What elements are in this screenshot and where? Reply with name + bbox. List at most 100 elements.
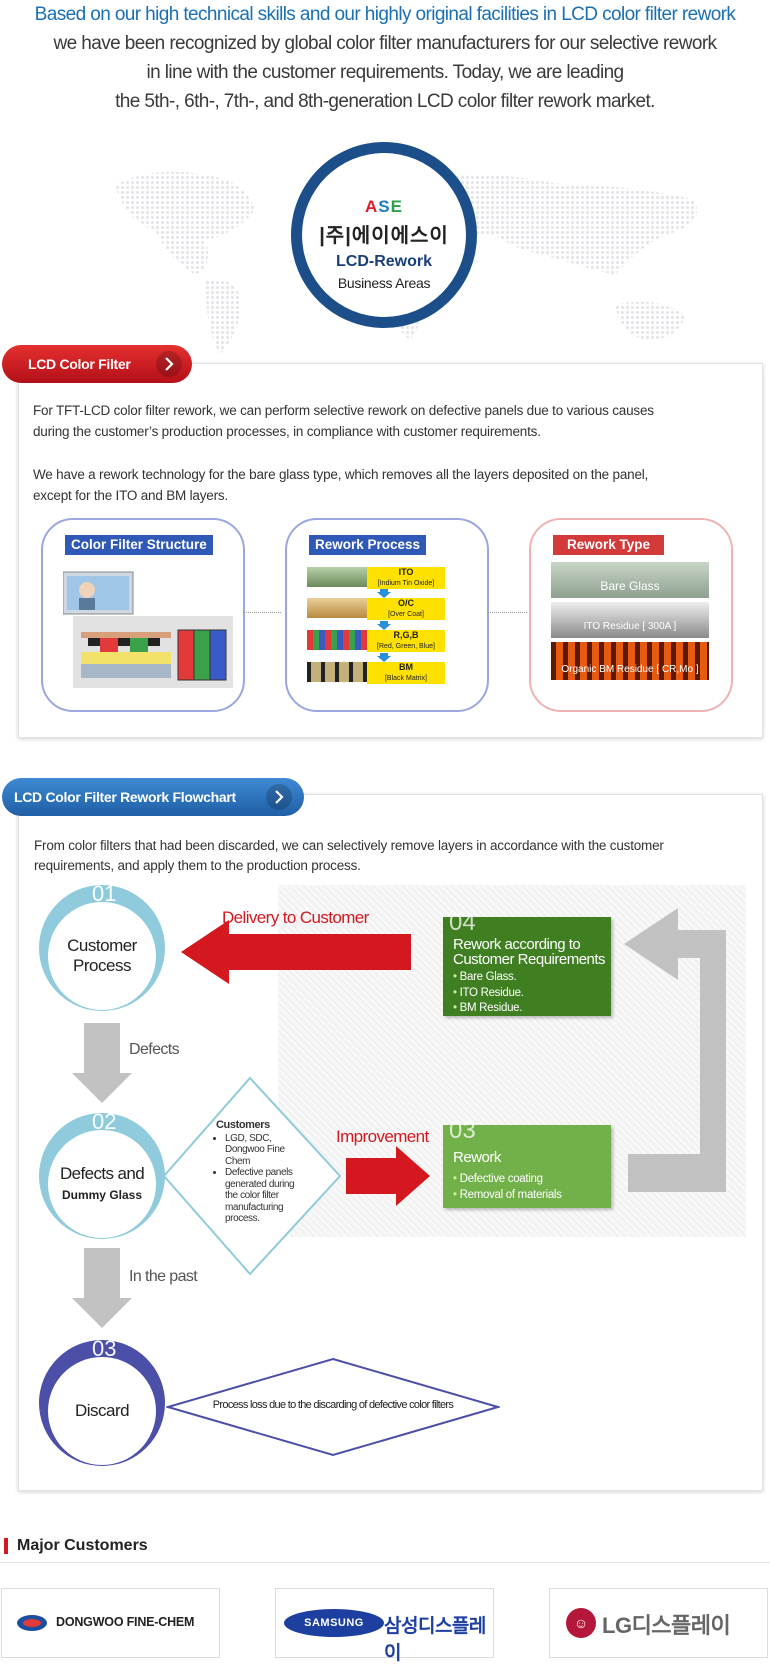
para2-line1: We have a rework technology for the bare… [33, 467, 649, 482]
samsung-brand-icon: SAMSUNG [284, 1609, 384, 1637]
customer-dongwoo-logo[interactable]: DONGWOO FINE-CHEM [1, 1588, 220, 1658]
dongwoo-name: DONGWOO FINE-CHEM [56, 1615, 195, 1629]
samsung-korean-name: 삼성디스플레이 [384, 1616, 486, 1664]
step-number: 03 [449, 1117, 476, 1144]
rework-type-ito-residue: ITO Residue [ 300A ] [551, 602, 709, 638]
requirement-item: BM Residue. [453, 1001, 524, 1017]
discard-diamond-shape [166, 1357, 500, 1457]
down-arrow-icon [72, 1023, 132, 1103]
tab-rework-flowchart[interactable]: LCD Color Filter Rework Flowchart [2, 778, 304, 816]
improvement-arrow-icon [346, 1146, 430, 1206]
rework-type-bare-glass: Bare Glass [551, 562, 709, 598]
rework-process-box: Rework Process ITO[Indium Tin Oxide] O/C… [285, 518, 489, 712]
para-line2: requirements, and apply them to the prod… [34, 858, 361, 873]
customer-samsung-logo[interactable]: SAMSUNG 삼성디스플레이 [275, 1588, 494, 1664]
box-title: Rework [453, 1149, 501, 1166]
rework-customer-requirements-box: 04 Rework according to Customer Requirem… [443, 909, 611, 1017]
improvement-label: Improvement [336, 1127, 429, 1146]
logo-letter-s: S [378, 197, 391, 216]
ase-logo: ASE [302, 197, 466, 217]
flowchart-description: From color filters that had been discard… [34, 836, 754, 876]
connector-dots [243, 612, 281, 613]
box-title-a: Rework according to [453, 936, 581, 953]
divider [0, 1562, 770, 1563]
lg-korean: 디스플레이 [631, 1613, 731, 1638]
rework-type-box: Rework Type Bare Glass ITO Residue [ 300… [529, 518, 733, 712]
step-number: 04 [449, 909, 476, 936]
color-filter-structure-diagram-icon [63, 571, 233, 688]
step-02-defects-dummy-glass: Defects and Dummy Glass [48, 1130, 156, 1238]
chevron-right-icon [156, 351, 182, 377]
process-arrows-icon [377, 589, 391, 662]
return-arrow-icon [624, 908, 726, 1192]
box-title: Rework Process [309, 535, 427, 555]
bm-layer-image [307, 662, 381, 682]
rework-box: 03 Rework Defective coating Removal of m… [443, 1117, 611, 1208]
logo-title: LCD-Rework [335, 253, 432, 270]
intro-line-1: Based on our high technical skills and o… [34, 4, 736, 25]
step-01-customer-process: Customer Process [48, 902, 156, 1010]
logo-letter-e: E [390, 197, 403, 216]
process-rgb-label: R,G,B[Red, Green, Blue] [367, 630, 445, 652]
para1-line1: For TFT-LCD color filter rework, we can … [33, 403, 654, 418]
connector-dots [487, 612, 527, 613]
dongwoo-logo-icon [17, 1615, 47, 1631]
color-filter-structure-box: Color Filter Structure [41, 518, 245, 712]
chevron-right-icon [266, 784, 292, 810]
customers-item: LGD, SDC, Dongwoo Fine Chem [225, 1133, 296, 1168]
lg-logo-icon: ☺ [566, 1608, 596, 1638]
delivery-to-customer-label: Delivery to Customer [222, 908, 369, 927]
customers-title: Customers [216, 1119, 270, 1131]
customers-diamond-shape [162, 1076, 342, 1276]
tab-label: LCD Color Filter [28, 356, 131, 372]
box-title-b: Customer Requirements [453, 951, 606, 968]
para-line1: From color filters that had been discard… [34, 838, 664, 853]
process-bm-label: BM[Black Matrix] [367, 662, 445, 684]
process-ito-label: ITO[Indium Tin Oxide] [367, 567, 445, 589]
tab-lcd-color-filter[interactable]: LCD Color Filter [2, 345, 192, 383]
step-03-discard: Discard [48, 1357, 156, 1465]
discard-note: Process loss due to the discarding of de… [212, 1399, 454, 1411]
logo-korean-name: |주|에이에스이 [319, 225, 449, 247]
down-arrow-icon [72, 1248, 132, 1328]
company-logo-badge: ASE |주|에이에스이 LCD-Rework Business Areas [291, 142, 477, 328]
heading-marker [4, 1538, 8, 1554]
requirement-item: Bare Glass. [453, 970, 524, 986]
step-label: Customer Process [67, 936, 137, 975]
lg-brand-name: LG디스플레이 [602, 1608, 731, 1640]
in-the-past-label: In the past [129, 1268, 198, 1285]
step-label-sub: Dummy Glass [61, 1188, 143, 1202]
defects-label: Defects [129, 1041, 180, 1058]
customers-item: Defective panels generated during the co… [225, 1167, 296, 1225]
logo-subtitle: Business Areas [337, 275, 431, 291]
customer-lg-logo[interactable]: ☺ LG디스플레이 [549, 1588, 768, 1658]
para1-line2: during the customer’s production process… [33, 424, 541, 439]
tab-label: LCD Color Filter Rework Flowchart [14, 789, 236, 805]
logo-letter-a: A [365, 197, 379, 216]
step-number: 03 [92, 1336, 117, 1361]
customers-info: Customers LGD, SDC, Dongwoo Fine Chem De… [216, 1119, 296, 1225]
lcd-color-filter-description: For TFT-LCD color filter rework, we can … [33, 400, 753, 506]
oc-layer-image [307, 598, 381, 618]
process-oc-label: O/C[Over Coat] [367, 598, 445, 620]
delivery-arrow-icon [181, 920, 411, 984]
step-label: Discard [74, 1401, 130, 1420]
step-number: 02 [92, 1109, 117, 1134]
lg-brand: LG [602, 1613, 632, 1638]
ito-layer-image [307, 567, 381, 587]
box-title: Color Filter Structure [65, 535, 213, 555]
intro-line-2: we have been recognized by global color … [53, 33, 718, 54]
intro-text: Based on our high technical skills and o… [0, 0, 770, 116]
box-title: Rework Type [553, 535, 665, 555]
rework-type-bm-residue: Organic BM Residue [ CR,Mo ] [551, 642, 709, 680]
step-label: Defects and [59, 1164, 145, 1183]
major-customers-heading: Major Customers [17, 1537, 148, 1554]
rework-item: Removal of materials [453, 1188, 562, 1204]
intro-line-3: in line with the customer requirements. … [146, 62, 624, 83]
requirement-item: ITO Residue. [453, 986, 524, 1002]
intro-line-4: the 5th-, 6th-, 7th-, and 8th-generation… [115, 91, 655, 112]
step-number: 01 [92, 881, 117, 906]
rework-item: Defective coating [453, 1172, 562, 1188]
rgb-layer-image [307, 630, 381, 650]
para2-line2: except for the ITO and BM layers. [33, 488, 228, 503]
